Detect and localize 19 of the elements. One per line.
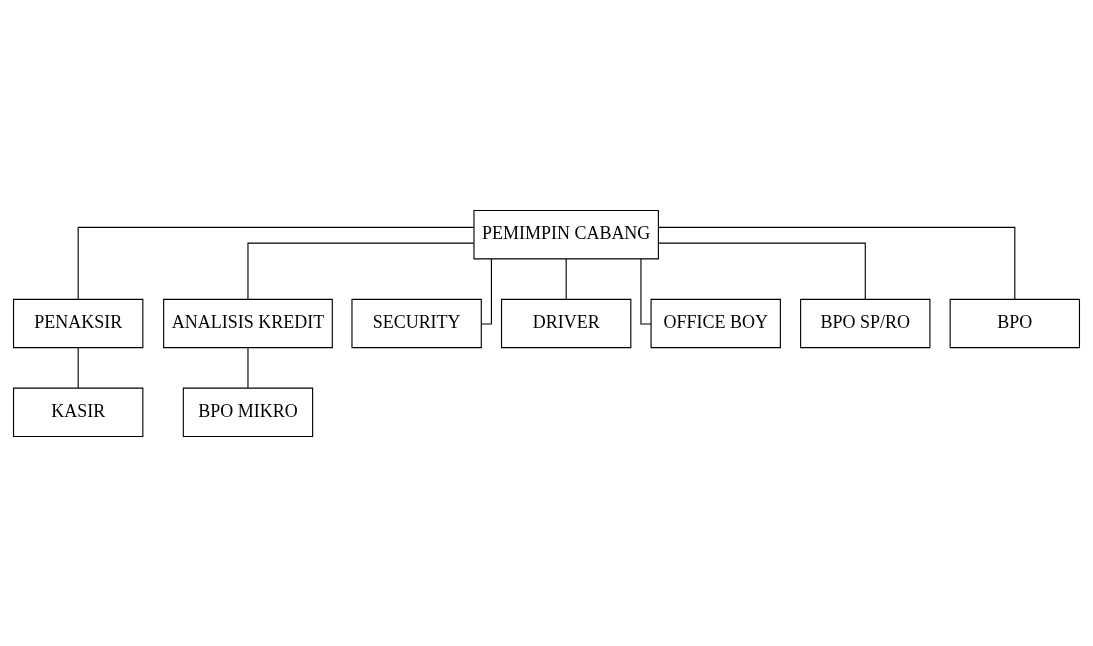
node-box: BPO MIKRO [182,387,314,437]
connector [77,226,475,300]
connector [247,346,249,389]
connector [480,258,492,325]
node-box: PENAKSIR [12,298,144,348]
node-box: BPO SP/RO [800,298,931,348]
connector [658,242,866,299]
node-box: ANALISIS KREDIT [163,298,333,348]
connector [640,258,652,325]
connector [565,257,567,300]
node-box: OFFICE BOY [650,298,781,348]
node-box: KASIR [12,387,144,437]
connector [247,242,475,299]
connector [658,226,1016,300]
node-box: BPO [949,298,1081,348]
node-box: SECURITY [351,298,482,348]
node-box: PEMIMPIN CABANG [473,209,659,259]
node-box: DRIVER [500,298,632,348]
connector [77,346,79,389]
